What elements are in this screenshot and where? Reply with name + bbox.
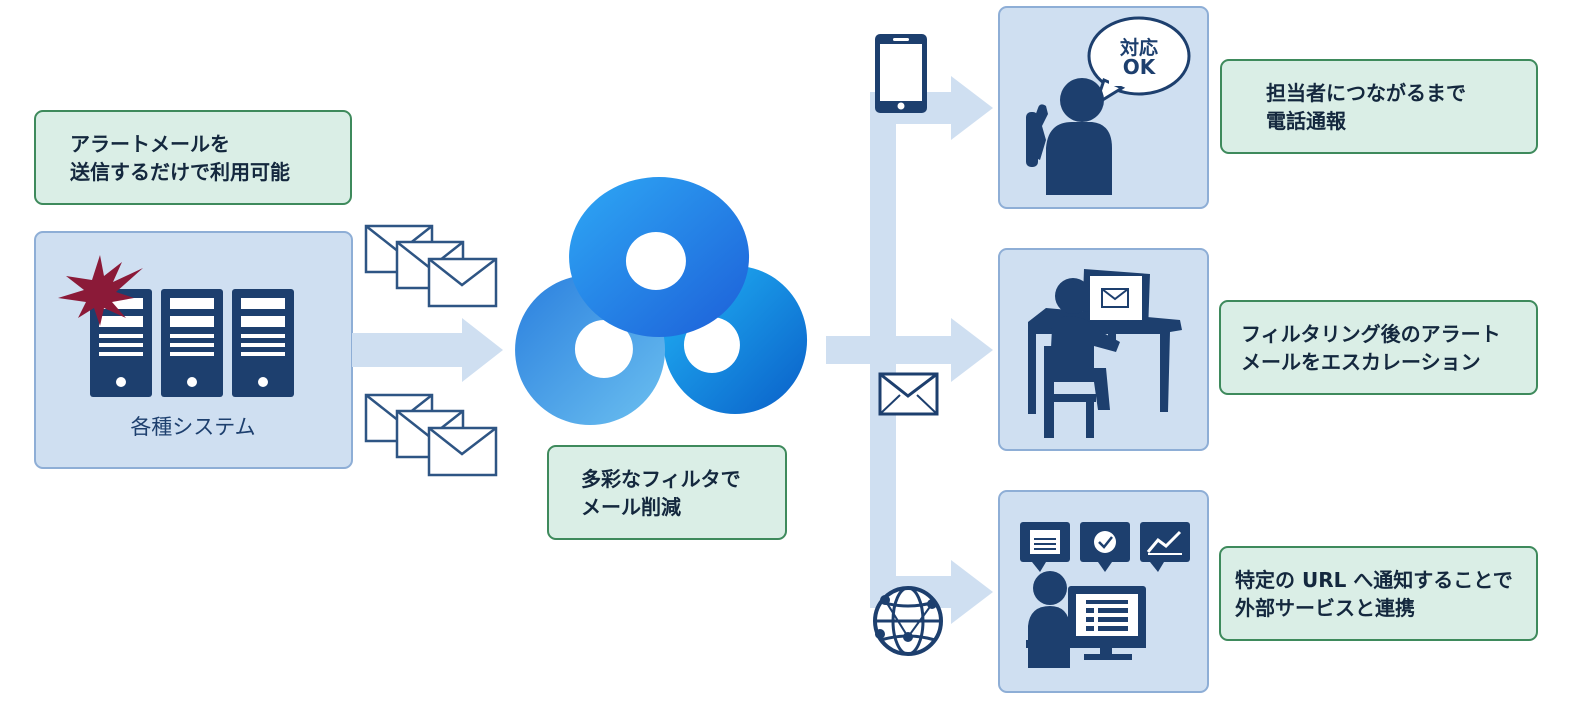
alert-mail-note-line-2: 送信するだけで利用可能 <box>70 159 290 184</box>
alert-mail-note: アラートメールを 送信するだけで利用可能 <box>34 110 352 205</box>
speech-bubble-line-2: OK <box>1122 55 1156 79</box>
person-with-dashboard-icon <box>1020 522 1190 668</box>
filter-note-line-2: メール削減 <box>581 494 681 519</box>
phone-note-line-1: 担当者につながるまで <box>1266 80 1466 105</box>
arrow-to-filter <box>352 318 503 382</box>
systems-label: 各種システム <box>130 415 256 439</box>
alert-mail-note-line-1: アラートメールを <box>70 131 230 156</box>
alert-burst-icon <box>58 255 143 326</box>
person-on-phone-icon <box>1026 16 1191 195</box>
escalation-note-line-2: メールをエスカレーション <box>1241 349 1481 374</box>
globe-network-icon <box>873 586 943 656</box>
webhook-note-line-2: 外部サービスと連携 <box>1235 595 1415 620</box>
phone-note: 担当者につながるまで 電話通報 <box>1220 59 1538 154</box>
three-loop-logo-icon <box>515 177 808 425</box>
person-at-computer-icon <box>1028 269 1182 438</box>
filter-note: 多彩なフィルタで メール削減 <box>547 445 787 540</box>
envelope-icon <box>878 372 939 416</box>
smartphone-icon <box>875 34 927 113</box>
webhook-note: 特定の URL へ通知することで 外部サービスと連携 <box>1219 546 1538 641</box>
phone-note-line-2: 電話通報 <box>1266 108 1346 133</box>
escalation-note: フィルタリング後のアラート メールをエスカレーション <box>1219 300 1538 395</box>
server-rack-icon <box>90 289 294 397</box>
webhook-note-line-1: 特定の URL へ通知することで <box>1235 567 1513 592</box>
speech-bubble-line-1: 対応 <box>1119 37 1158 59</box>
escalation-note-line-1: フィルタリング後のアラート <box>1241 321 1501 346</box>
envelope-stack-top <box>364 224 498 308</box>
envelope-stack-bottom <box>364 393 498 477</box>
filter-note-line-1: 多彩なフィルタで <box>581 466 741 491</box>
